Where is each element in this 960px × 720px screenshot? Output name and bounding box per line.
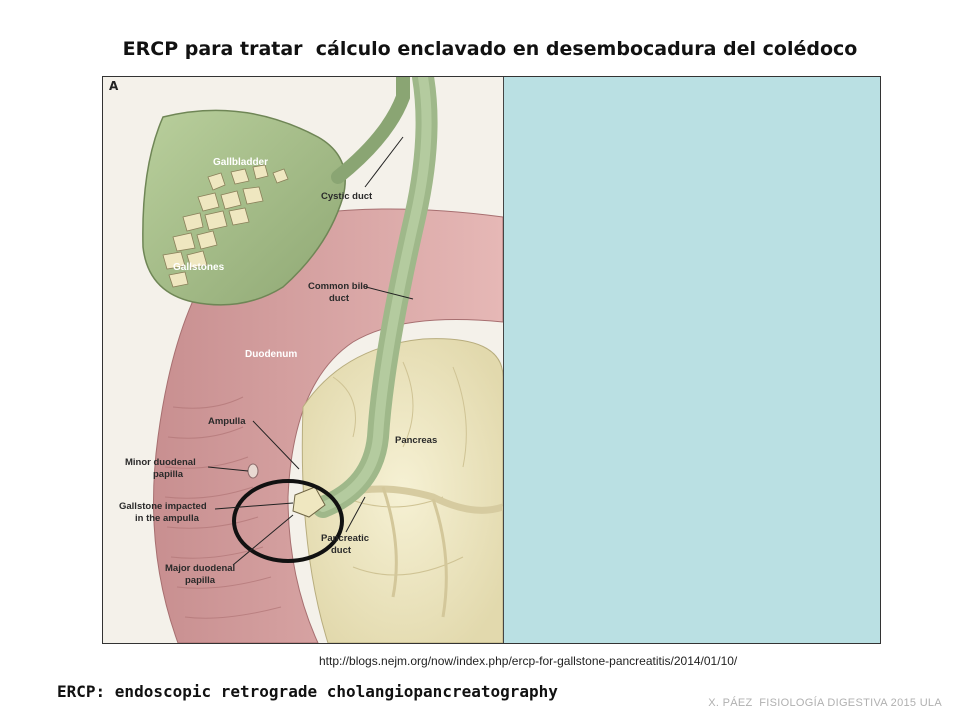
label-impacted-2: in the ampulla: [135, 513, 200, 524]
pancreatic-duct-branches: [381, 486, 448, 618]
common-bile-duct-highlight: [318, 77, 432, 512]
panel-letter: A: [109, 79, 119, 93]
label-common-bile-duct-2: duct: [329, 293, 350, 304]
page-title: ERCP para tratar cálculo enclavado en de…: [0, 38, 960, 60]
label-ampulla: Ampulla: [208, 416, 246, 427]
label-common-bile-duct-1: Common bile: [308, 281, 368, 292]
source-url: http://blogs.nejm.org/now/index.php/ercp…: [319, 654, 738, 668]
duodenum: [153, 208, 503, 643]
highlight-circle: [232, 479, 344, 563]
minor-duodenal-papilla: [247, 463, 259, 479]
label-major-papilla-1: Major duodenal: [165, 563, 235, 574]
label-major-papilla-2: papilla: [185, 575, 216, 586]
label-minor-papilla-2: papilla: [153, 469, 184, 480]
credit-text: X. PÁEZ FISIOLOGÍA DIGESTIVA 2015 ULA: [708, 697, 942, 709]
label-gallbladder: Gallbladder: [213, 157, 268, 168]
title-part-2: cálculo enclavado en desembocadura del c…: [315, 38, 858, 60]
leader-lines: [207, 136, 414, 566]
label-impacted-1: Gallstone impacted: [119, 501, 207, 512]
label-minor-papilla-1: Minor duodenal: [125, 457, 196, 468]
cystic-duct: [331, 77, 410, 184]
anatomy-illustration: Gallbladder Gallstones Cystic duct Commo…: [103, 77, 504, 643]
label-duodenum: Duodenum: [245, 349, 297, 360]
figure-frame: Gallbladder Gallstones Cystic duct Commo…: [102, 76, 881, 644]
duodenal-folds: [164, 396, 282, 619]
label-cystic-duct: Cystic duct: [321, 191, 373, 202]
label-pancreas: Pancreas: [395, 435, 437, 446]
impacted-gallstone: [292, 486, 326, 518]
subtitle: ERCP: endoscopic retrograde cholangiopan…: [57, 682, 558, 701]
gallstones-cluster: [162, 164, 289, 288]
label-pancreatic-duct-1: Pancreatic: [321, 533, 369, 544]
title-part-1: ERCP para tratar: [122, 38, 303, 60]
cyan-panel: [504, 77, 880, 643]
label-gallstones: Gallstones: [173, 262, 225, 273]
label-pancreatic-duct-2: duct: [331, 545, 352, 556]
